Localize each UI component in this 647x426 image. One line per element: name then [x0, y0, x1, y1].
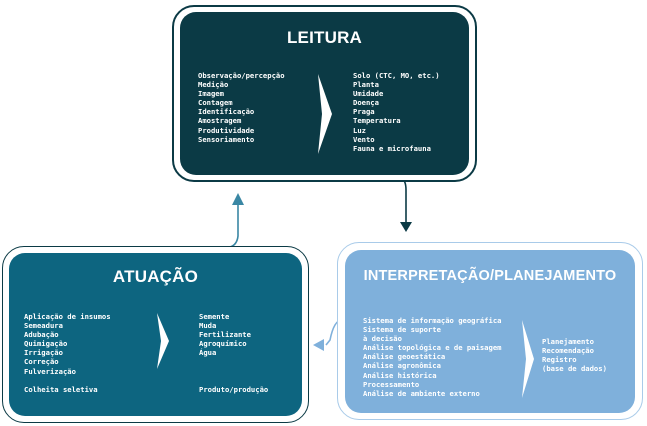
interpretacao-outputs-list: Planejamento Recomendação Registro (base…: [542, 337, 607, 373]
list-item: Planta: [353, 80, 379, 90]
list-item: Solo (CTC, MO, etc.): [353, 71, 440, 80]
list-item: à decisão: [363, 334, 402, 344]
list-item: Produtividade: [198, 125, 255, 135]
list-item: Praga: [353, 107, 375, 117]
list-item: Umidade: [353, 89, 384, 99]
atuacao-footer-right: Produto/produção: [199, 385, 269, 394]
list-item: Análise de ambiente externo: [363, 388, 480, 398]
atuacao-chevron-icon: [157, 313, 169, 369]
list-item: Luz: [353, 125, 366, 135]
interpretacao-title: INTERPRETAÇÃO/PLANEJAMENTO: [363, 268, 617, 284]
list-item: Doença: [353, 98, 379, 108]
list-item: Aplicação de insumos: [24, 312, 111, 321]
list-item: Sistema de suporte: [363, 325, 441, 335]
leitura-title: LEITURA: [286, 28, 363, 47]
list-item: Fulverização: [24, 366, 76, 376]
interpretacao-panel: INTERPRETAÇÃO/PLANEJAMENTO Sistema de in…: [345, 250, 635, 413]
list-item: Imagem: [198, 89, 224, 99]
list-item: Análise geoestática: [363, 352, 446, 362]
list-item: Sistema de informação geográfica: [363, 316, 502, 325]
list-item: Irrigação: [24, 348, 63, 358]
arrowhead-atuacao-to-leitura: [232, 193, 244, 205]
interpretacao-tools-list: Sistema de informação geográfica Sistema…: [363, 316, 501, 398]
list-item: Muda: [199, 321, 217, 331]
list-item: Semente: [199, 312, 230, 321]
list-item: Água: [199, 348, 217, 358]
list-item: Vento: [353, 134, 375, 144]
list-item: Medição: [198, 80, 229, 90]
atuacao-panel: ATUAÇÃO Aplicação de insumos Semeadura A…: [9, 253, 302, 416]
list-item: Agroquímico: [199, 339, 247, 349]
list-item: Observação/percepção: [198, 71, 285, 80]
interpretacao-chevron-icon: [522, 320, 534, 398]
arrowhead-leitura-to-interpretacao: [400, 222, 412, 232]
list-item: Amostragem: [198, 116, 242, 126]
list-item: Fertilizante: [199, 330, 251, 340]
list-item: Registro: [542, 355, 577, 365]
list-item: Correção: [24, 357, 59, 367]
atuacao-title: ATUAÇÃO: [112, 267, 199, 286]
list-item: Análise histórica: [363, 370, 437, 380]
list-item: Recomendação: [542, 346, 594, 356]
atuacao-inputs-list: Semente Muda Fertilizante Agroquímico Ág…: [199, 312, 251, 357]
list-item: Adubação: [24, 330, 59, 340]
list-item: Quimigação: [24, 339, 68, 349]
atuacao-footer-left: Colheita seletiva: [24, 385, 98, 394]
arrow-atuacao-to-leitura: [229, 203, 239, 248]
list-item: Análise agronômica: [363, 361, 441, 371]
list-item: Temperatura: [353, 116, 401, 126]
leitura-methods-list: Observação/percepção Medição Imagem Cont…: [198, 71, 285, 144]
list-item: Planejamento: [542, 337, 594, 346]
list-item: Fauna e microfauna: [353, 143, 431, 153]
atuacao-actions-list: Aplicação de insumos Semeadura Adubação …: [24, 312, 111, 376]
leitura-targets-list: Solo (CTC, MO, etc.) Planta Umidade Doen…: [353, 71, 440, 153]
list-item: Sensoriamento: [198, 134, 255, 144]
leitura-panel: LEITURA Observação/percepção Medição Ima…: [180, 12, 469, 175]
leitura-chevron-icon: [318, 74, 332, 154]
list-item: Identificação: [198, 107, 255, 117]
arrow-leitura-to-interpretacao: [400, 177, 407, 224]
list-item: Análise topológica e de paisagem: [363, 343, 502, 353]
arrowhead-interpretacao-to-atuacao: [313, 339, 324, 351]
list-item: (base de dados): [542, 364, 607, 374]
list-item: Semeadura: [24, 321, 63, 331]
list-item: Processamento: [363, 379, 420, 389]
list-item: Contagem: [198, 98, 233, 108]
